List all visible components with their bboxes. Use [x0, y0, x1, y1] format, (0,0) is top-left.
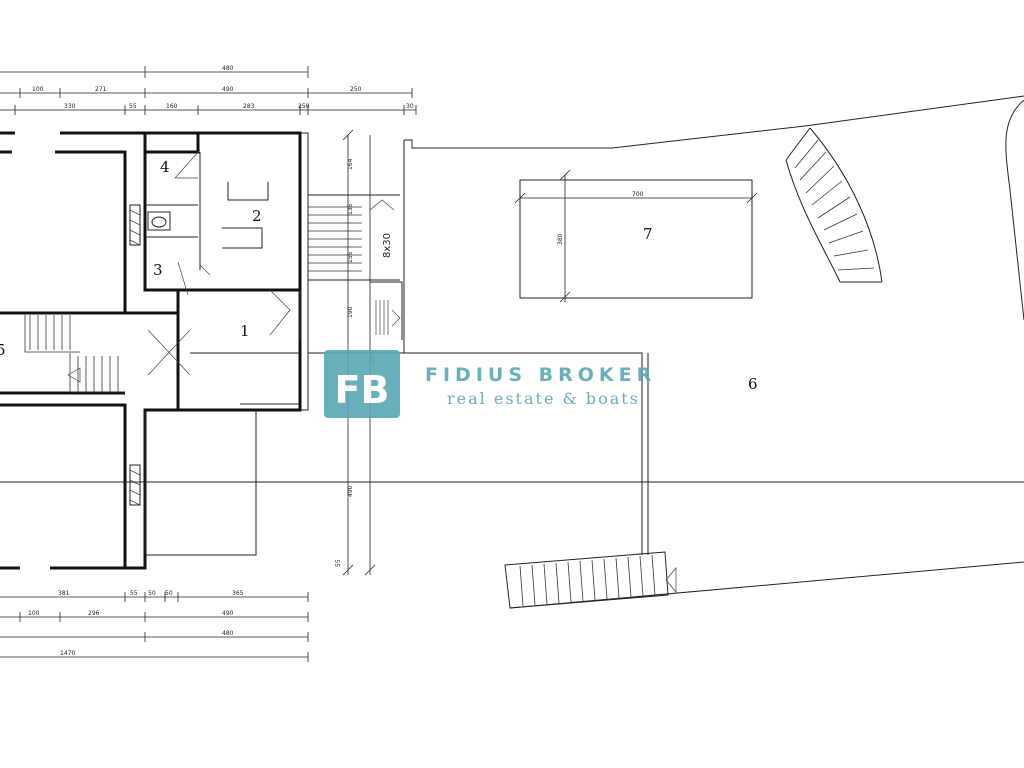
- bottom-dimensions: 381 55 50 50 365 100 296 490 480 1470: [0, 590, 309, 662]
- brand-monogram: FB: [335, 368, 390, 412]
- room-label-7: 7: [643, 225, 653, 243]
- curved-stair: [785, 127, 883, 283]
- dim-bottom-2c: 490: [222, 610, 234, 617]
- terrace-outline: [0, 95, 1024, 609]
- brand-name: FIDIUS BROKER: [425, 364, 656, 386]
- dim-top-2c: 490: [222, 86, 234, 93]
- dim-v3: 155: [347, 251, 354, 263]
- dim-top-2b: 271: [95, 86, 107, 93]
- brand-watermark: FB FIDIUS BROKER real estate & boats: [324, 350, 656, 418]
- pool-width-label: 700: [632, 191, 644, 198]
- dim-bottom-1a: 381: [58, 590, 70, 597]
- brand-logo: [324, 350, 400, 418]
- dim-bottom-1c: 50: [148, 590, 156, 597]
- dim-bottom-1e: 365: [232, 590, 244, 597]
- dim-bottom-2a: 100: [28, 610, 40, 617]
- dim-top-2d: 250: [350, 86, 362, 93]
- room-label-4: 4: [160, 158, 170, 176]
- house-walls: [0, 131, 309, 570]
- room-label-3: 3: [153, 261, 163, 279]
- dim-top-3a: 330: [64, 103, 76, 110]
- pool: 700 380: [514, 169, 758, 303]
- entry-stairs: 8x30 164 135 155 190 1265 490 55: [307, 129, 403, 576]
- dim-top-2a: 100: [32, 86, 44, 93]
- room-label-6: 6: [748, 375, 758, 393]
- dim-v4: 190: [347, 306, 354, 318]
- dim-top-3c: 160: [166, 103, 178, 110]
- room-label-5: 5: [0, 341, 6, 359]
- brand-tagline: real estate & boats: [447, 389, 640, 408]
- dim-v7: 55: [335, 559, 342, 567]
- dim-top-3b: 55: [129, 103, 137, 110]
- dim-bottom-4a: 1470: [60, 650, 75, 657]
- dim-top-3d: 283: [243, 103, 255, 110]
- dim-bottom-1b: 55: [130, 590, 138, 597]
- room-label-1: 1: [240, 322, 250, 340]
- dim-top-3e: 250: [298, 103, 310, 110]
- dim-v1: 164: [347, 158, 354, 170]
- dim-top-3f: 30: [406, 103, 414, 110]
- garden-stair: [504, 551, 677, 609]
- room-labels: 1 2 3 4 5 6 7: [0, 158, 758, 393]
- top-dimensions: 480 100 271 490 250 330 55 160 283 250 3…: [0, 65, 417, 115]
- pool-depth-label: 380: [557, 233, 564, 245]
- dim-v6: 490: [347, 485, 354, 497]
- room-label-2: 2: [252, 207, 262, 225]
- dim-bottom-2b: 296: [88, 610, 100, 617]
- dim-bottom-1d: 50: [165, 590, 173, 597]
- dim-v2: 135: [347, 203, 354, 215]
- dim-top-1: 480: [222, 65, 234, 72]
- dim-bottom-3a: 480: [222, 630, 234, 637]
- stair-label: 8x30: [382, 233, 393, 258]
